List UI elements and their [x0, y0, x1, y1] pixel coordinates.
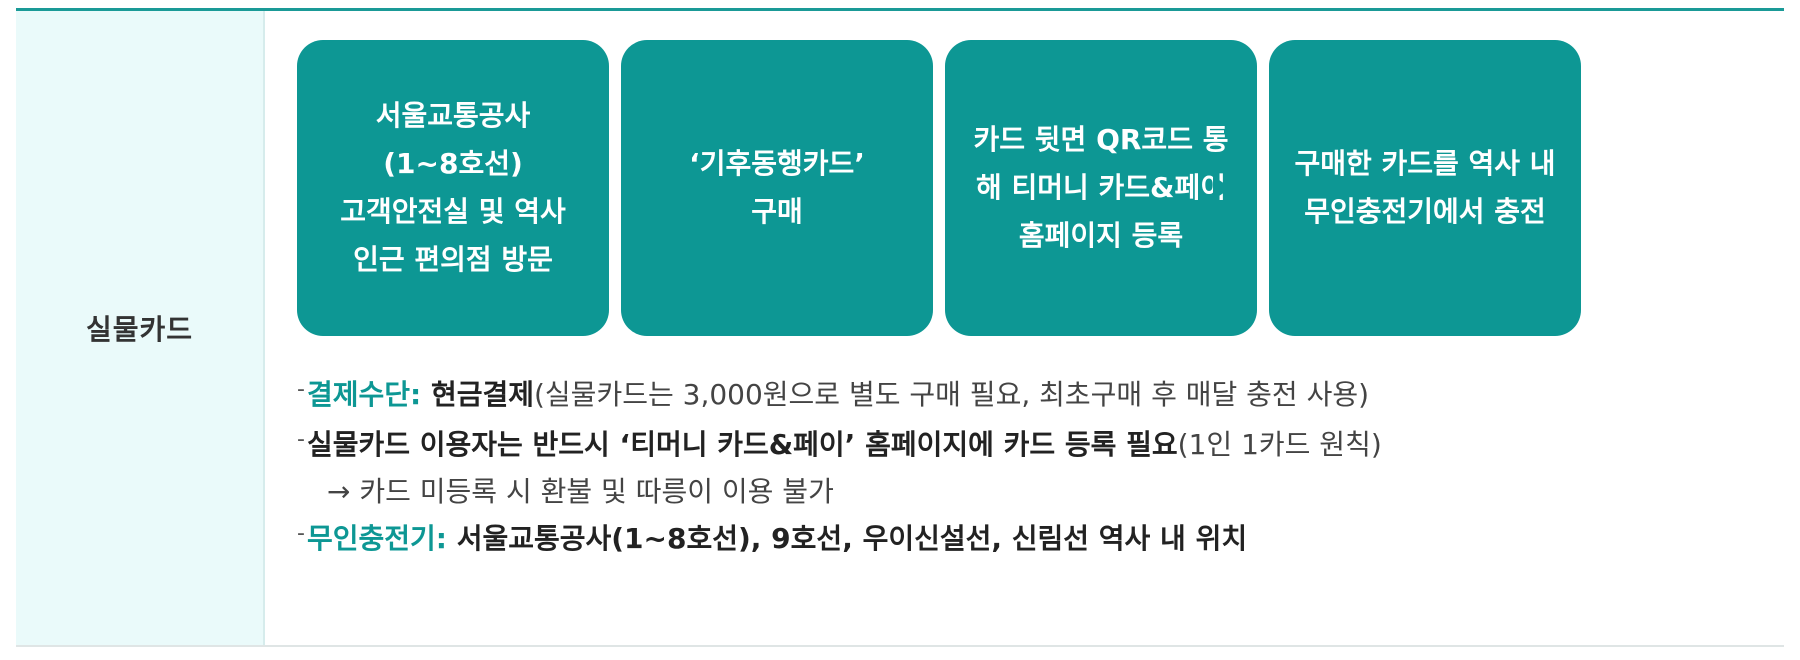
table-bottom-border	[16, 645, 1784, 647]
note-charger: -무인충전기: 서울교통공사(1~8호선), 9호선, 우이신설선, 신림선 역…	[297, 514, 1757, 564]
step-4-text: 구매한 카드를 역사 내 무인충전기에서 충전	[1294, 147, 1556, 228]
dash-icon: -	[297, 521, 305, 546]
dash-icon: -	[297, 377, 305, 402]
payment-value: 현금결제	[421, 378, 534, 411]
row-header: 실물카드	[16, 11, 265, 645]
charger-value: 서울교통공사(1~8호선), 9호선, 우이신설선, 신림선 역사 내 위치	[446, 522, 1248, 555]
note-payment: -결제수단: 현금결제(실물카드는 3,000원으로 별도 구매 필요, 최초구…	[297, 370, 1757, 420]
step-2-text: ‘기후동행카드’ 구매	[689, 147, 865, 228]
table-top-border	[16, 8, 1784, 11]
step-1-visit-store: 서울교통공사 (1~8호선) 고객안전실 및 역사 인근 편의점 방문	[297, 40, 609, 336]
step-arrow-icon	[889, 176, 907, 200]
payment-label: 결제수단:	[306, 378, 422, 411]
registration-warning: → 카드 미등록 시 환불 및 따릉이 이용 불가	[327, 475, 834, 508]
row-header-label: 실물카드	[85, 313, 194, 346]
dash-icon: -	[297, 427, 305, 452]
step-1-text: 서울교통공사 (1~8호선) 고객안전실 및 역사 인근 편의점 방문	[340, 99, 566, 276]
note-registration: -실물카드 이용자는 반드시 ‘티머니 카드&페이’ 홈페이지에 카드 등록 필…	[297, 420, 1757, 470]
physical-card-row: 실물카드	[16, 11, 1784, 645]
payment-detail: (실물카드는 3,000원으로 별도 구매 필요, 최초구매 후 매달 충전 사…	[534, 378, 1370, 411]
step-3-register-card: 카드 뒷면 QR코드 통 해 티머니 카드&페이 홈페이지 등록	[945, 40, 1257, 336]
step-arrow-icon	[1213, 176, 1231, 200]
step-arrow-icon	[565, 176, 583, 200]
step-3-text: 카드 뒷면 QR코드 통 해 티머니 카드&페이 홈페이지 등록	[973, 123, 1229, 252]
step-4-charge-card: 구매한 카드를 역사 내 무인충전기에서 충전	[1269, 40, 1581, 336]
charger-label: 무인충전기:	[306, 522, 447, 555]
purchase-flow: 서울교통공사 (1~8호선) 고객안전실 및 역사 인근 편의점 방문 ‘기후동…	[297, 40, 1737, 336]
registration-detail: (1인 1카드 원칙)	[1177, 428, 1382, 461]
registration-text: 실물카드 이용자는 반드시 ‘티머니 카드&페이’ 홈페이지에 카드 등록 필요	[306, 428, 1178, 461]
notes-list: -결제수단: 현금결제(실물카드는 3,000원으로 별도 구매 필요, 최초구…	[297, 370, 1757, 564]
step-2-buy-card: ‘기후동행카드’ 구매	[621, 40, 933, 336]
